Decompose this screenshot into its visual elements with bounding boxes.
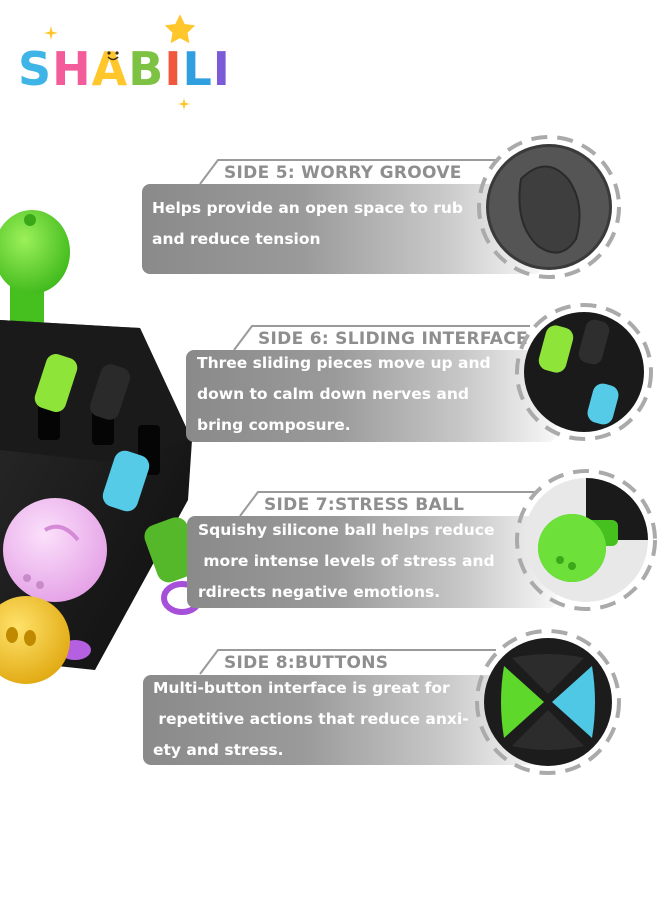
feature-title: SIDE 8:BUTTONS — [224, 653, 389, 673]
smile-icon — [107, 51, 119, 61]
stress-ball-icon — [515, 469, 657, 611]
black-slider — [89, 364, 131, 420]
buttons-icon — [475, 629, 621, 775]
sparkle-icon — [44, 26, 58, 40]
feature-description-line: repetitive actions that reduce anxi- — [153, 710, 469, 728]
feature-title: SIDE 6: SLIDING INTERFACE — [258, 329, 528, 349]
feature-description-line: Multi-button interface is great for — [153, 679, 450, 697]
feature-description-line: Helps provide an open space to rub — [152, 199, 464, 217]
feature-description-line: down to calm down nerves and — [197, 385, 469, 403]
logo-letter: S — [18, 42, 53, 96]
title-underline — [233, 325, 530, 351]
feature-description-box — [142, 184, 542, 274]
joystick-ball — [0, 210, 70, 294]
feature-title: SIDE 7:STRESS BALL — [264, 495, 465, 515]
feature-description-line: Squishy silicone ball helps reduce — [198, 521, 495, 539]
logo-letter: I — [212, 42, 231, 96]
feature-description-line: rdirects negative emotions. — [198, 583, 441, 601]
brand-wordmark: SHABILI — [18, 42, 231, 96]
feature-title: SIDE 5: WORRY GROOVE — [224, 163, 462, 183]
feature-description-line: bring composure. — [197, 416, 351, 434]
title-underline — [199, 649, 496, 675]
logo-letter: I — [164, 42, 183, 96]
fidget-cube-illustration — [0, 210, 203, 684]
logo-letter: B — [128, 42, 165, 96]
feature-description-line: ety and stress. — [153, 741, 284, 759]
green-slider — [34, 354, 78, 412]
logo-letter: A — [91, 42, 129, 96]
sparkle-icon — [178, 98, 190, 110]
feature-description-line: more intense levels of stress and — [198, 552, 495, 570]
title-underline — [199, 159, 496, 185]
blue-slider — [102, 450, 150, 512]
star-icon — [164, 14, 196, 44]
title-underline — [239, 491, 536, 517]
feature-description-line: Three sliding pieces move up and — [197, 354, 491, 372]
feature-description-box — [186, 350, 556, 442]
sliding-interface-icon — [515, 303, 653, 441]
logo-letter: H — [52, 42, 92, 96]
worry-groove-icon — [477, 135, 621, 279]
feature-description-box — [187, 516, 557, 608]
logo-letter: L — [182, 42, 213, 96]
pink-dial — [3, 498, 107, 602]
feature-description-line: and reduce tension — [152, 230, 321, 248]
